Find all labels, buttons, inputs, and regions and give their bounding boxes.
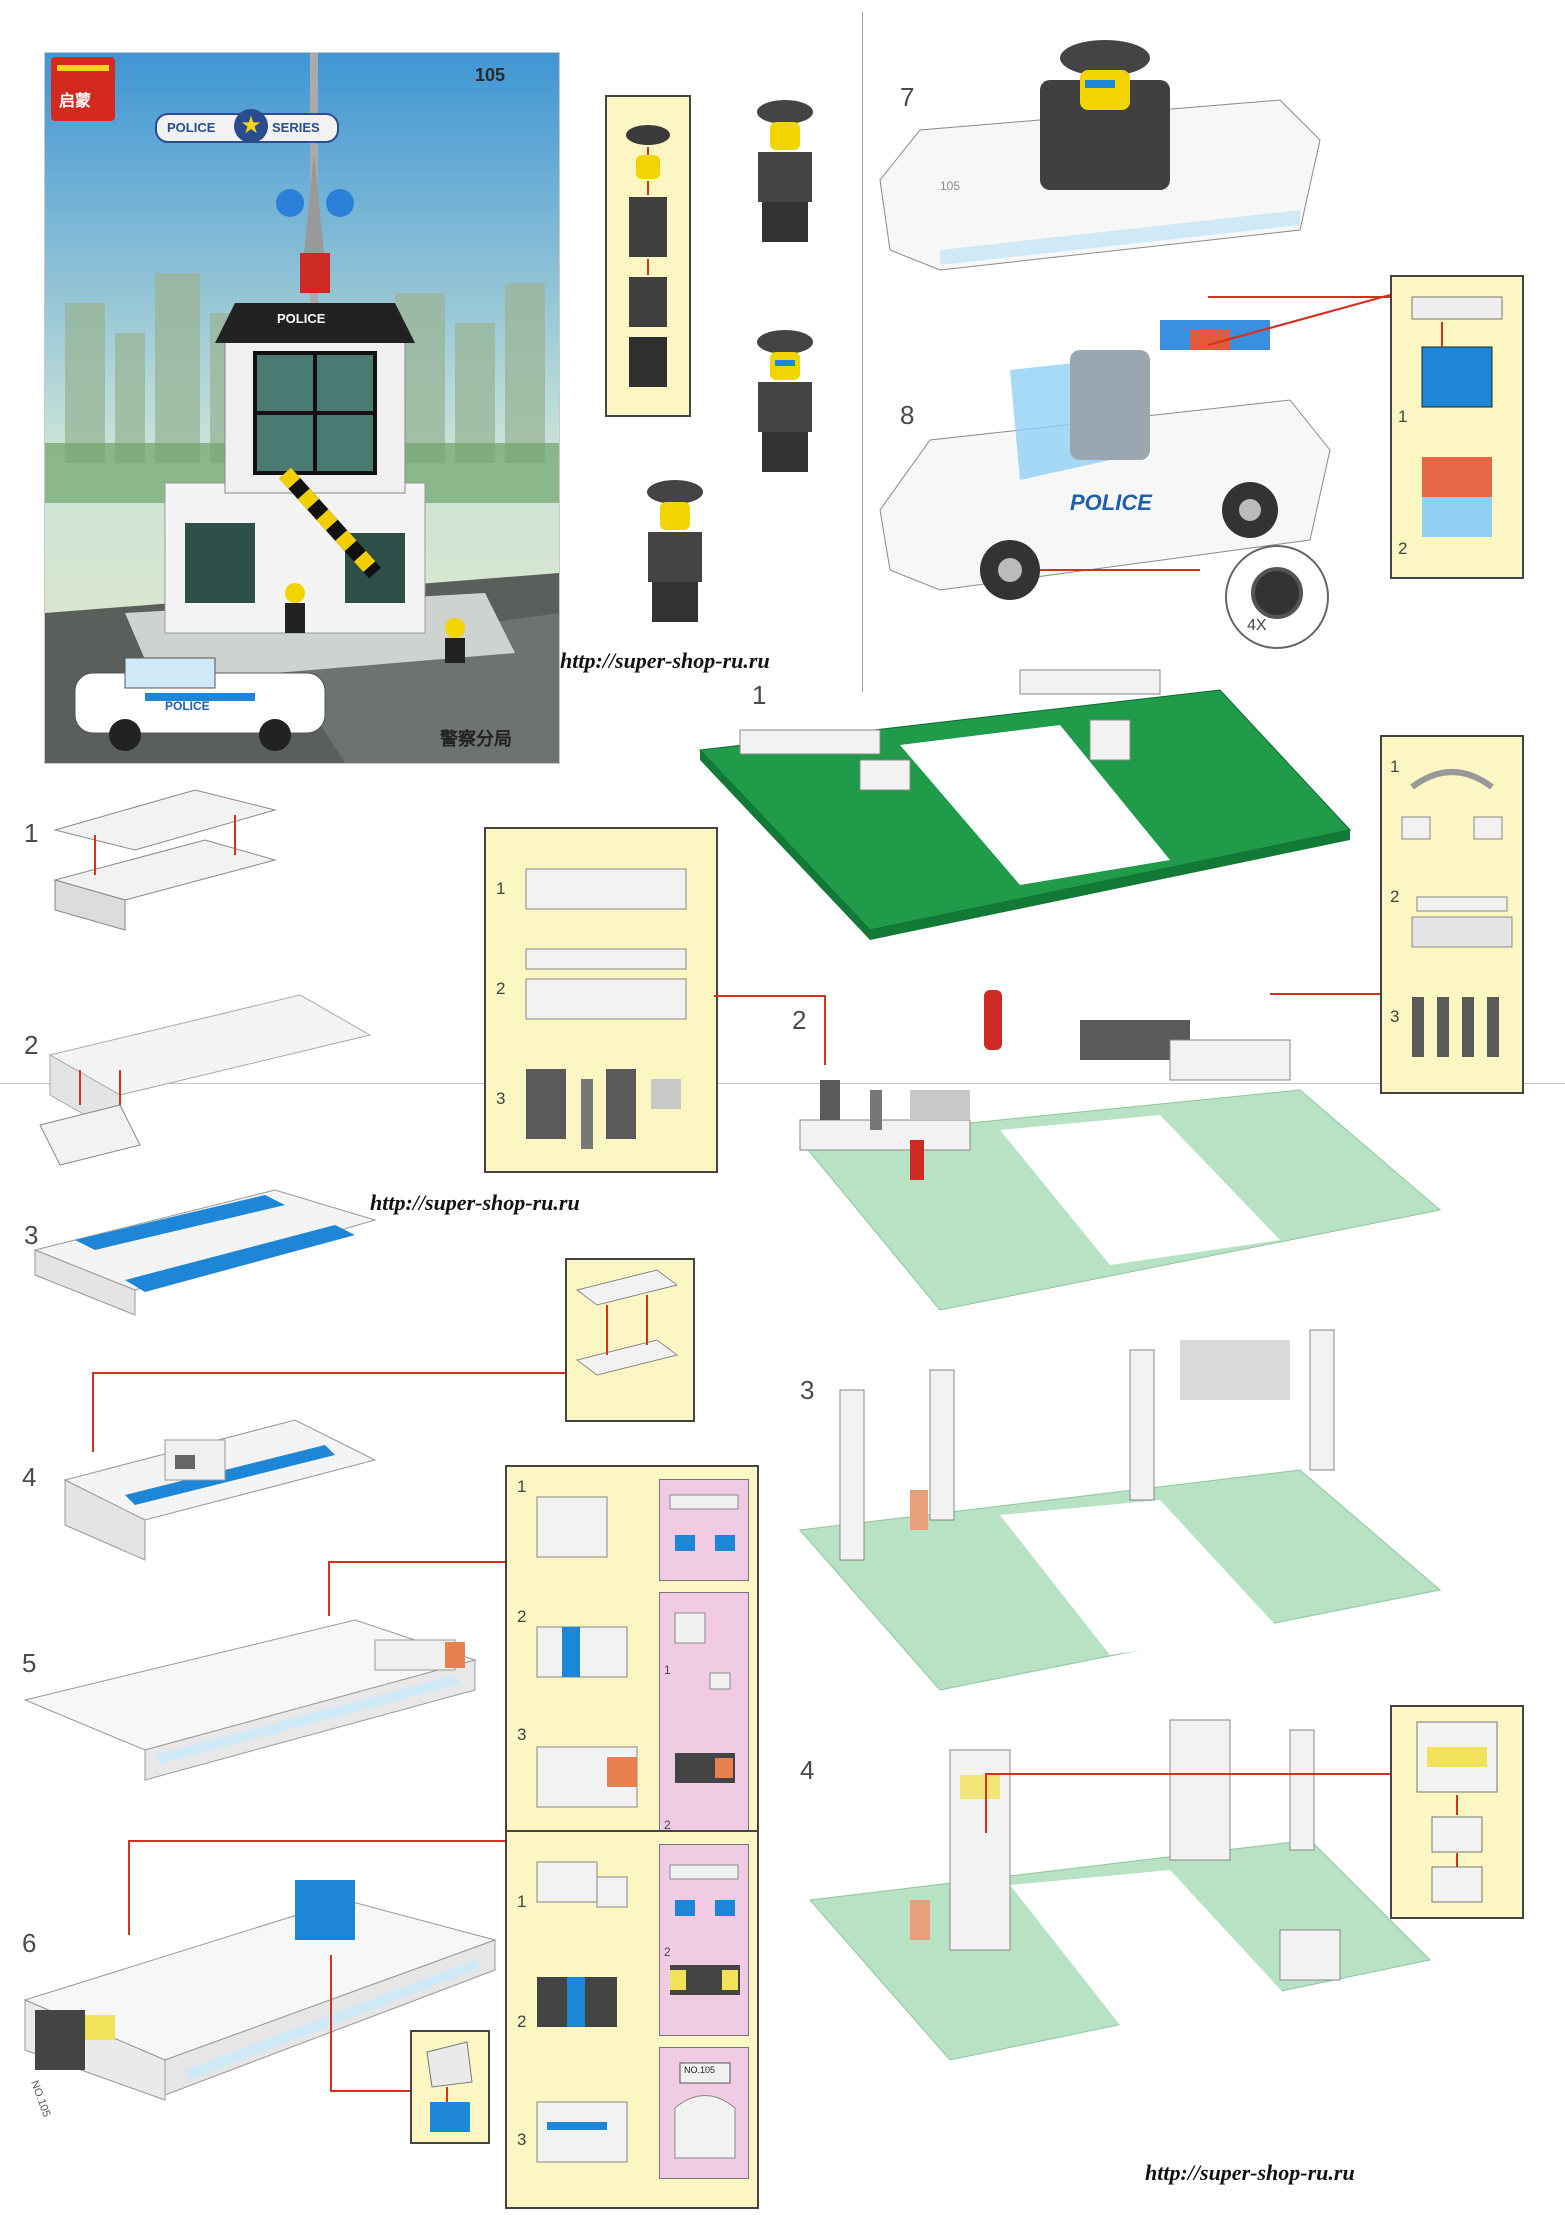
plate-pointer-line (92, 1372, 565, 1374)
rear-pointer-drop (128, 1840, 130, 1935)
car-label: POLICE (165, 699, 210, 713)
tools-step-1-label: 1 (496, 879, 506, 898)
car-step-7-number: 7 (900, 82, 915, 112)
front-pointer-line (328, 1561, 505, 1563)
building-sign: POLICE (277, 311, 326, 326)
tools-pointer-drop (824, 995, 826, 1065)
rear-step-3-label: 3 (517, 2130, 527, 2149)
front-pink-step-2-label: 2 (664, 1818, 671, 1832)
tools-step-2-label: 2 (496, 979, 506, 998)
series-badge: POLICE ★ SERIES (155, 109, 339, 143)
station-step-3-number: 3 (800, 1375, 815, 1405)
car-plate-text: NO.105 (28, 2079, 52, 2119)
front-bumper-callout: 1 2 1 2 3 (505, 1465, 759, 1859)
car-hood-number: 105 (940, 179, 960, 193)
tools-step-3-label: 3 (496, 1089, 506, 1108)
tools-pointer-line (714, 995, 824, 997)
front-pink-box-2: 1 2 (659, 1592, 749, 1844)
car-step-3-number: 3 (24, 1220, 39, 1250)
car-step-4-number: 4 (22, 1462, 37, 1492)
rear-pink-step-2-label: 2 (664, 1945, 671, 1959)
car-step-8-illustration: POLICE (879, 320, 1331, 600)
minifigure-assembly-callout (605, 95, 691, 417)
plate-pointer-drop (92, 1372, 94, 1452)
rear-pink-box-2: NO.105 (659, 2047, 749, 2179)
rear-bumper-callout: 2 NO.105 1 2 3 (505, 1830, 759, 2209)
front-pointer-drop (328, 1561, 330, 1616)
signpost-callout (1390, 1705, 1524, 1919)
station-step-2-number: 2 (792, 1005, 807, 1035)
siren-light-callout: 1 2 (1390, 275, 1524, 579)
series-label-left: POLICE (167, 120, 216, 135)
signpost-pointer-line (985, 1773, 1390, 1775)
car-step-8-number: 8 (900, 400, 915, 430)
signpost-pointer-drop (985, 1773, 987, 1833)
rear-pink-box-1: 2 (659, 1844, 749, 2036)
cover-artwork: 启蒙 POLICE ★ SERIES 105 POLICE POLICE 警察分… (44, 52, 560, 764)
rack-step-2-label: 2 (1390, 887, 1400, 906)
rear-plate-text: NO.105 (684, 2065, 716, 2075)
star-badge-icon: ★ (234, 109, 268, 143)
car-side-label: POLICE (1070, 490, 1153, 515)
front-step-3-label: 3 (517, 1725, 527, 1744)
car-step-4-illustration (63, 1419, 377, 1561)
watermark-url-top: http://super-shop-ru.ru (560, 648, 770, 673)
car-step-7-illustration: 105 (879, 40, 1321, 271)
station-step-4-number: 4 (800, 1755, 815, 1785)
gun-rack-callout: 1 2 3 (1380, 735, 1524, 1094)
car-step-3-illustration (33, 1189, 377, 1316)
front-pink-box-1 (659, 1479, 749, 1581)
car-step-6-number: 6 (22, 1928, 37, 1958)
horizontal-fold-line (0, 1083, 1565, 1084)
front-step-1-label: 1 (517, 1477, 527, 1496)
car-step-2-illustration (39, 994, 372, 1166)
windshield-pointer-line (330, 2090, 410, 2092)
car-step-1-illustration (53, 789, 277, 931)
station-step-1-number: 1 (752, 680, 767, 710)
wheel-icon (1251, 567, 1303, 619)
station-step-2-illustration (799, 1020, 1442, 1311)
windshield-callout (410, 2030, 490, 2144)
vertical-fold-line (862, 12, 863, 692)
rack-step-3-label: 3 (1390, 1007, 1400, 1026)
rack-pointer-line (1270, 993, 1380, 995)
light-step-2-label: 2 (1398, 539, 1408, 558)
light-step-1-label: 1 (1398, 407, 1408, 426)
station-step-3-illustration (798, 1329, 1442, 1691)
windshield-pointer-drop (330, 1955, 332, 2090)
station-step-4-illustration (808, 1719, 1432, 2061)
wheel-count-label: 4X (1247, 617, 1267, 634)
minifigure-icon (647, 100, 813, 622)
set-number: 105 (475, 65, 506, 85)
watermark-url-bottom: http://super-shop-ru.ru (1145, 2160, 1355, 2185)
rear-step-2-label: 2 (517, 2012, 527, 2031)
rear-pointer-line (128, 1840, 505, 1842)
wheel-callout: 4X (1225, 545, 1329, 649)
car-step-5-illustration (23, 1619, 477, 1781)
brand-logo: 启蒙 (51, 57, 115, 121)
car-step-1-number: 1 (24, 818, 39, 848)
tools-assembly-callout: 1 2 3 (484, 827, 718, 1173)
front-pink-step-1-label: 1 (664, 1663, 671, 1677)
chinese-title: 警察分局 (440, 729, 512, 750)
car-step-5-number: 5 (22, 1648, 37, 1678)
car-step-2-number: 2 (24, 1030, 39, 1060)
siren-pointer-line (1208, 296, 1390, 298)
station-step-1-illustration (698, 669, 1351, 940)
brand-mark-text: 启蒙 (59, 91, 92, 110)
watermark-url-middle: http://super-shop-ru.ru (370, 1190, 580, 1215)
rack-step-1-label: 1 (1390, 757, 1400, 776)
rear-step-1-label: 1 (517, 1892, 527, 1911)
plate-stack-callout (565, 1258, 695, 1422)
front-step-2-label: 2 (517, 1607, 527, 1626)
extinguisher-part-box (984, 990, 1002, 1050)
series-label-right: SERIES (272, 120, 320, 135)
